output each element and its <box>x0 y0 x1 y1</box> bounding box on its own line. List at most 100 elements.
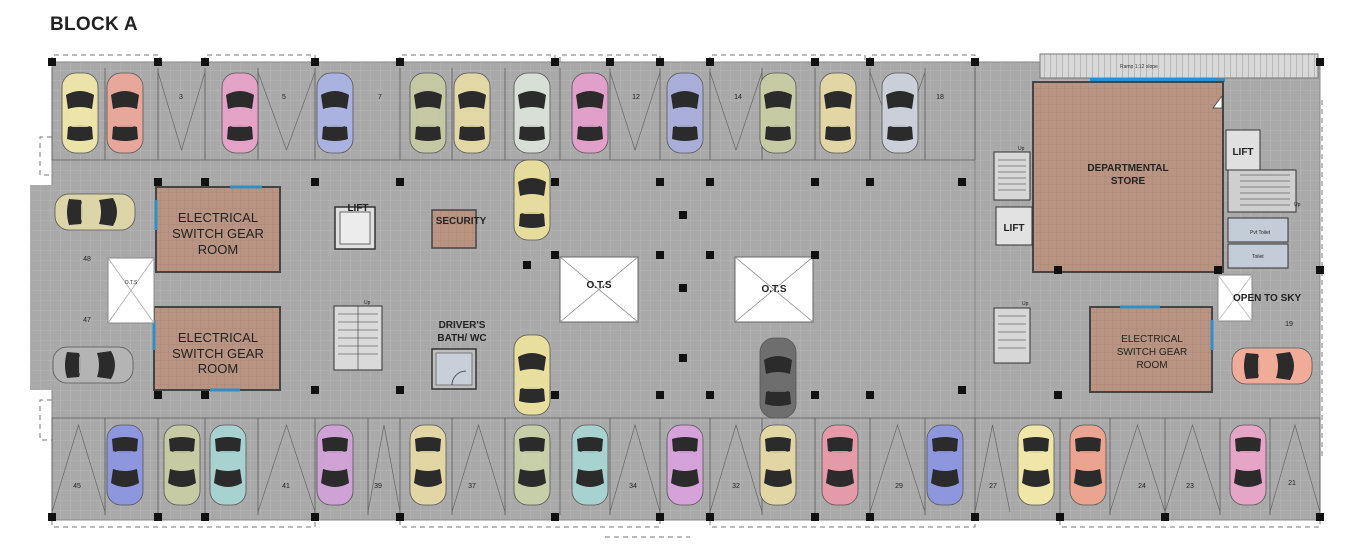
stair-up-mid2: Up <box>1022 301 1029 307</box>
stair-up-right: Up <box>1294 202 1301 208</box>
stair-up-mid: Up <box>1018 146 1025 152</box>
security-label: SECURITY <box>436 216 487 227</box>
departmental-store: DEPARTMENTAL STORE <box>1032 81 1224 273</box>
stall-number-21: 21 <box>1288 480 1296 487</box>
ots-small-label: O.T.S <box>125 280 138 286</box>
car-bot7 <box>666 424 704 506</box>
car-mid2 <box>759 337 797 419</box>
drivers-bath-line1: DRIVER'S <box>439 320 486 331</box>
stall-number-19: 19 <box>1285 321 1293 328</box>
car-top4 <box>409 72 447 154</box>
electrical-room-3-line1: ELECTRICAL <box>1121 334 1183 345</box>
car-mid0 <box>513 159 551 241</box>
stall-number-45: 45 <box>73 483 81 490</box>
car-bot13 <box>1229 424 1267 506</box>
security-room: SECURITY <box>431 209 487 249</box>
electrical-room-2-line1: ELECTRICAL <box>178 330 258 345</box>
departmental-store-label-2: STORE <box>1111 176 1146 187</box>
electrical-room-1-line2: SWITCH GEAR <box>172 226 264 241</box>
car-bot1 <box>163 424 201 506</box>
drivers-bath: DRIVER'S BATH/ WC <box>431 320 487 390</box>
electrical-room-2-line2: SWITCH GEAR <box>172 346 264 361</box>
electrical-room-1: ELECTRICAL SWITCH GEAR ROOM <box>154 185 281 273</box>
drivers-bath-line2: BATH/ WC <box>437 333 486 344</box>
stall-number-18: 18 <box>936 94 944 101</box>
stall-number-37: 37 <box>468 483 476 490</box>
columns <box>48 58 1324 521</box>
car-bot2 <box>209 424 247 506</box>
electrical-room-3: ELECTRICAL SWITCH GEAR ROOM <box>1089 305 1214 393</box>
stall-numbers: 3 5 7 12 14 18 45 41 39 37 34 32 29 27 24 23 21 48 47 19 <box>73 94 1296 490</box>
open-to-sky-label: OPEN TO SKY <box>1233 293 1301 304</box>
car-top0 <box>61 72 99 154</box>
stall-number-14: 14 <box>734 94 742 101</box>
right-core: LIFT Up Pvt Toilet Toilet <box>1225 129 1301 269</box>
pvt-toilet-label: Pvt Toilet <box>1250 230 1271 236</box>
electrical-room-3-line2: SWITCH GEAR <box>1117 347 1188 358</box>
ots-2-label: O.T.S <box>761 284 786 295</box>
lift-label-right: LIFT <box>1232 147 1253 158</box>
stall-number-27: 27 <box>989 483 997 490</box>
stall-number-48: 48 <box>83 256 91 263</box>
car-top3 <box>316 72 354 154</box>
stall-number-34: 34 <box>629 483 637 490</box>
ots-1-label: O.T.S <box>586 280 611 291</box>
car-top8 <box>666 72 704 154</box>
block-title: BLOCK A <box>50 14 138 35</box>
lift-label-left: LIFT <box>347 203 368 214</box>
car-top7 <box>571 72 609 154</box>
electrical-room-1-line1: ELECTRICAL <box>178 210 258 225</box>
car-bot12 <box>1069 424 1107 506</box>
ramp: Ramp 1:12 slope <box>1039 53 1319 82</box>
car-bot3 <box>316 424 354 506</box>
car-top9 <box>759 72 797 154</box>
car-bot11 <box>1017 424 1055 506</box>
electrical-room-2: ELECTRICAL SWITCH GEAR ROOM <box>152 306 281 392</box>
stall-number-39: 39 <box>374 483 382 490</box>
stall-number-5: 5 <box>282 94 286 101</box>
car-top11 <box>881 72 919 154</box>
car-left0 <box>54 193 136 231</box>
car-bot8 <box>759 424 797 506</box>
ots-small: O.T.S <box>107 257 155 324</box>
stall-number-47: 47 <box>83 317 91 324</box>
lift-left: LIFT Up <box>333 203 383 371</box>
stall-number-32: 32 <box>732 483 740 490</box>
electrical-room-3-line3: ROOM <box>1136 360 1167 371</box>
car-top6 <box>513 72 551 154</box>
stall-number-3: 3 <box>179 94 183 101</box>
toilet-label: Toilet <box>1252 254 1264 260</box>
departmental-store-label-1: DEPARTMENTAL <box>1087 163 1168 174</box>
stall-number-24: 24 <box>1138 483 1146 490</box>
car-left1 <box>52 346 134 384</box>
car-mid1 <box>513 334 551 416</box>
car-top10 <box>819 72 857 154</box>
electrical-room-1-line3: ROOM <box>198 242 238 257</box>
lift-right-center: Up LIFT Up <box>993 146 1033 364</box>
ramp-label: Ramp 1:12 slope <box>1120 64 1158 70</box>
parking-stalls <box>51 68 1321 515</box>
car-top1 <box>106 72 144 154</box>
stall-number-23: 23 <box>1186 483 1194 490</box>
car-bot9 <box>821 424 859 506</box>
electrical-room-2-line3: ROOM <box>198 361 238 376</box>
open-to-sky: OPEN TO SKY <box>1217 274 1301 322</box>
cars <box>52 72 1313 506</box>
car-right0 <box>1231 347 1313 385</box>
stall-number-12: 12 <box>632 94 640 101</box>
car-bot0 <box>106 424 144 506</box>
lift-label-mid: LIFT <box>1003 223 1024 234</box>
car-bot10 <box>926 424 964 506</box>
car-top2 <box>221 72 259 154</box>
ots-1: O.T.S <box>559 256 639 323</box>
car-top5 <box>453 72 491 154</box>
stall-number-29: 29 <box>895 483 903 490</box>
car-bot6 <box>571 424 609 506</box>
car-bot5 <box>513 424 551 506</box>
stall-number-7: 7 <box>378 94 382 101</box>
car-bot4 <box>409 424 447 506</box>
stair-up-left: Up <box>364 300 371 306</box>
ots-2: O.T.S <box>734 256 814 323</box>
stall-number-41: 41 <box>282 483 290 490</box>
